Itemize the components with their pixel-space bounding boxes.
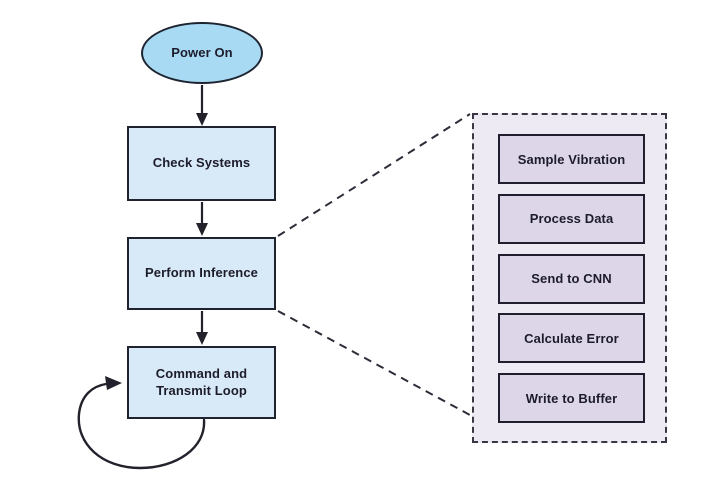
- detail-step-write-to-buffer: Write to Buffer: [498, 373, 645, 423]
- node-check-systems-label: Check Systems: [152, 155, 251, 171]
- node-perform-inference: Perform Inference: [127, 237, 276, 310]
- detail-step-calculate-error: Calculate Error: [498, 313, 645, 364]
- node-power-on: Power On: [141, 22, 263, 84]
- arrow-checksystems-to-performinference: [196, 202, 208, 236]
- node-command-transmit-loop: Command and Transmit Loop: [127, 346, 276, 419]
- detail-step-process-data: Process Data: [498, 193, 645, 244]
- detail-step-sample-vibration: Sample Vibration: [498, 134, 645, 184]
- detail-step-label: Send to CNN: [531, 271, 612, 286]
- detail-step-send-to-cnn: Send to CNN: [498, 253, 645, 304]
- arrow-poweron-to-checksystems: [196, 85, 208, 126]
- node-perform-inference-label: Perform Inference: [145, 265, 258, 281]
- dashed-expansion-lines: [277, 113, 471, 416]
- detail-step-label: Calculate Error: [524, 330, 619, 346]
- arrow-performinference-to-commandloop: [196, 311, 208, 345]
- inference-detail-panel: Sample Vibration Process Data Send to CN…: [472, 113, 667, 443]
- node-command-transmit-loop-label: Command and Transmit Loop: [155, 366, 248, 398]
- detail-step-label: Write to Buffer: [525, 390, 618, 406]
- node-power-on-label: Power On: [171, 44, 233, 60]
- detail-step-label: Process Data: [529, 211, 614, 227]
- detail-step-label: Sample Vibration: [517, 151, 626, 167]
- node-check-systems: Check Systems: [127, 126, 276, 201]
